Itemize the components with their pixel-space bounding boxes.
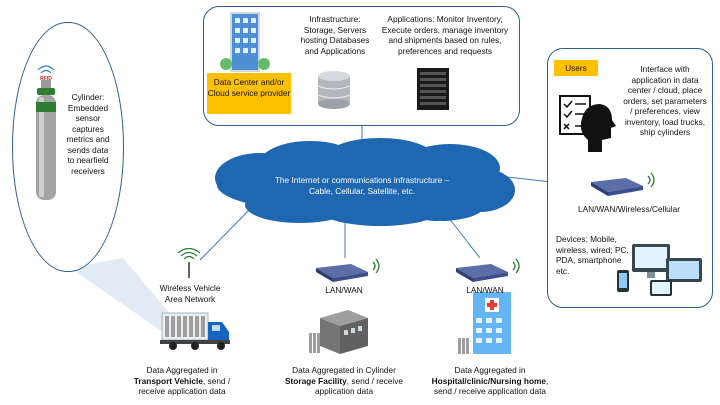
users-interface-text: Interface with application in data cente… <box>623 64 707 137</box>
internet-text: The Internet or communications infrastru… <box>274 175 450 196</box>
lan-label-hospital: LAN/WAN <box>466 285 504 295</box>
internet-cloud <box>215 138 515 226</box>
vehicle-network-label: Wireless Vehicle Area Network <box>159 283 221 304</box>
infrastructure-text: Infrastructure: Storage, Servers hosting… <box>300 14 370 56</box>
rfid-label: RFID <box>40 76 52 82</box>
caption-transport-bold: Transport Vehicle <box>133 375 203 386</box>
caption-storage-post: , send / receive application data <box>314 375 404 397</box>
caption-storage-pre: Data Aggregated in Cylinder <box>292 365 396 375</box>
caption-storage: Data Aggregated in Cylinder Storage Faci… <box>282 365 406 397</box>
caption-transport-post: , send / receive application data <box>138 375 231 397</box>
devices-text: Devices: Mobile, wireless, wired; PC, PD… <box>556 234 629 276</box>
caption-hospital-post: , send / receive application data <box>433 375 549 397</box>
users-lan-label: LAN/WAN/Wireless/Cellular <box>577 204 681 214</box>
link-vehicle <box>199 202 257 261</box>
caption-hospital: Data Aggregated in Hospital/clinic/Nursi… <box>426 365 554 397</box>
caption-transport: Data Aggregated in Transport Vehicle, se… <box>123 365 241 397</box>
users-badge: Users <box>554 60 598 76</box>
lan-label-storage: LAN/WAN <box>325 285 363 295</box>
cylinder-beam <box>70 258 175 330</box>
datacenter-label-box: Data Center and/or Cloud service provide… <box>207 73 291 114</box>
caption-transport-pre: Data Aggregated in <box>146 365 218 375</box>
caption-hospital-pre: Data Aggregated in <box>454 365 526 375</box>
applications-text: Applications: Monitor Inventory, Execute… <box>381 14 509 56</box>
cylinder-oval <box>12 22 124 272</box>
cylinder-description: Cylinder: Embedded sensor captures metri… <box>66 92 110 176</box>
caption-storage-bold: Storage Facility <box>284 375 347 386</box>
caption-hospital-bold: Hospital/clinic/Nursing home <box>431 375 547 386</box>
